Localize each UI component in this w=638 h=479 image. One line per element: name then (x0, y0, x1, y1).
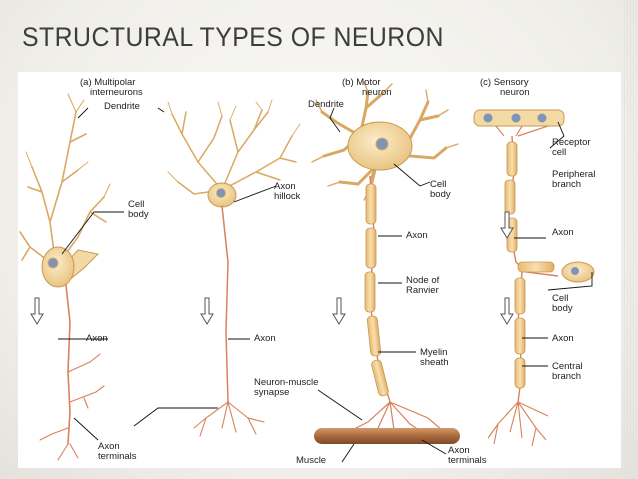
muscle-fiber (314, 428, 460, 444)
slide-title: STRUCTURAL TYPES OF NEURON (22, 22, 444, 52)
label-receptor-cell-2: cell (552, 147, 567, 158)
label-node-of-ranvier-2: Ranvier (406, 285, 439, 296)
label-dendrite-a: Dendrite (104, 101, 140, 112)
sensory-neuron (473, 109, 595, 447)
panel-b-heading: (b) Motor (342, 77, 381, 88)
label-axon-c-lower: Axon (552, 333, 574, 344)
label-axon-terminals-b-2: terminals (448, 455, 487, 466)
down-arrow-icon (30, 297, 44, 325)
label-myelin-sheath-2: sheath (420, 357, 449, 368)
panel-c-subheading: neuron (500, 87, 530, 98)
label-peripheral-branch: Peripheral (552, 169, 596, 180)
motor-neuron-axon (347, 175, 443, 433)
label-axon-terminals-a: Axon (98, 441, 120, 452)
label-central-branch-2: branch (552, 371, 582, 382)
label-leader-lines (58, 107, 593, 463)
panel-c-heading: (c) Sensory (480, 77, 529, 88)
label-cell-body-c: Cell (552, 293, 569, 304)
label-axon-hillock-2: hillock (274, 191, 301, 202)
panel-a-heading: (a) Multipolar (80, 77, 136, 88)
panel-a-subheading: interneurons (90, 87, 143, 98)
decorative-edge (624, 0, 638, 479)
label-axon-terminals-b: Axon (448, 445, 470, 456)
label-cell-body-b: Cell (430, 179, 447, 190)
neuron-diagram (19, 81, 595, 463)
label-axon-a-right: Axon (254, 333, 276, 344)
down-arrow-icon (500, 211, 514, 239)
motor-neuron (311, 81, 459, 201)
direction-arrows (30, 211, 514, 325)
label-axon-c-upper: Axon (552, 227, 574, 238)
down-arrow-icon (500, 297, 514, 325)
label-central-branch: Central (552, 361, 583, 372)
multipolar-neuron-right (167, 99, 301, 437)
label-cell-body-b-2: body (430, 189, 451, 200)
neuron-figure: (a) Multipolar interneurons (b) Motor ne… (18, 72, 621, 468)
label-myelin-sheath: Myelin (420, 347, 448, 358)
label-axon-b: Axon (406, 230, 428, 241)
label-muscle: Muscle (296, 455, 327, 466)
down-arrow-icon (200, 297, 214, 325)
panel-b-subheading: neuron (362, 87, 392, 98)
label-axon-hillock: Axon (274, 181, 296, 192)
label-peripheral-branch-2: branch (552, 179, 582, 190)
label-axon-terminals-a-2: terminals (98, 451, 137, 462)
label-axon-a-left: Axon (86, 333, 108, 344)
label-receptor-cell: Receptor (552, 137, 591, 148)
label-dendrite-b: Dendrite (308, 99, 344, 110)
label-neuron-muscle-synapse-2: synapse (254, 387, 290, 398)
label-cell-body-a-2: body (128, 209, 149, 220)
label-cell-body-a: Cell (128, 199, 145, 210)
label-cell-body-c-2: body (552, 303, 573, 314)
multipolar-neuron-left (19, 93, 111, 461)
label-node-of-ranvier: Node of (406, 275, 440, 286)
label-neuron-muscle-synapse: Neuron-muscle (254, 377, 319, 388)
down-arrow-icon (332, 297, 346, 325)
